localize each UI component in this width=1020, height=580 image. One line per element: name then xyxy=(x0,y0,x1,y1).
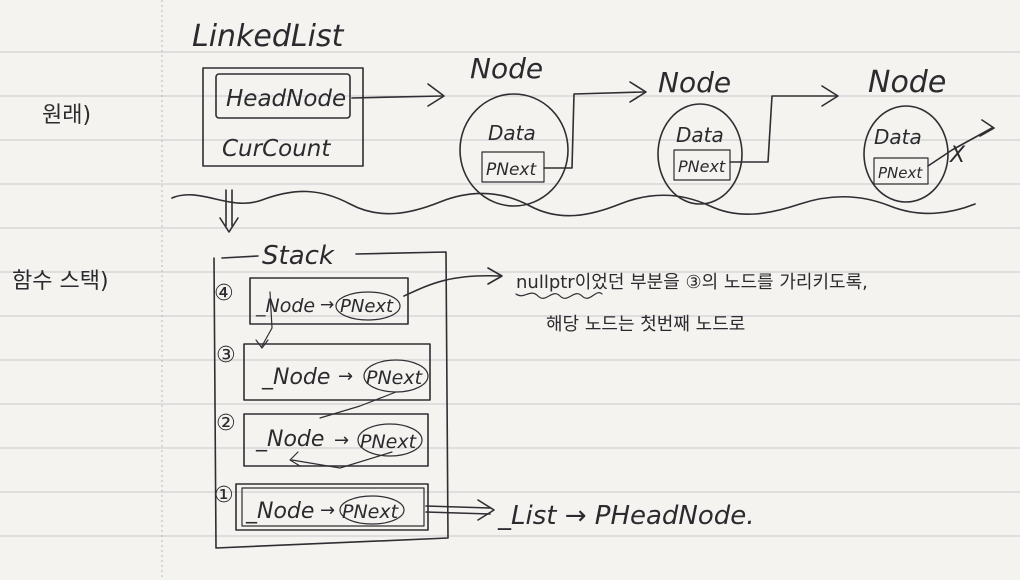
frame2-pnext-oval xyxy=(357,423,423,457)
frame3-arrow: → xyxy=(338,366,353,387)
frame4-pnext-oval xyxy=(335,291,401,321)
frame1-pnext: PNext xyxy=(342,501,400,523)
node3-pnext-box xyxy=(873,157,929,185)
double-down-arrow xyxy=(219,189,239,233)
wavy-divider xyxy=(171,190,976,217)
label-original: 원래) xyxy=(42,103,91,128)
node3-circle xyxy=(863,105,949,203)
frame2-node: _Node xyxy=(255,427,324,452)
node3-title: Node xyxy=(868,65,946,100)
frame1-pnext-oval xyxy=(339,495,405,525)
node3-null-arrow xyxy=(927,119,995,167)
frame4-node: _Node xyxy=(255,295,315,317)
headnode-field: HeadNode xyxy=(226,86,346,112)
node2-next-arrow xyxy=(729,85,839,163)
note-line1: nullptr이었던 부분을 ③의 노드를 가리키도록, xyxy=(516,272,868,293)
frame2-box xyxy=(243,413,429,467)
frame2-arrow: → xyxy=(334,430,349,451)
node1-data: Data xyxy=(488,121,536,145)
frame4-arrow: → xyxy=(320,295,334,315)
frame4-number: ④ xyxy=(214,281,234,306)
headnode-field-box xyxy=(215,73,351,119)
linkedlist-title: LinkedList xyxy=(192,19,345,54)
frame3-box xyxy=(243,343,431,401)
frame1-node: _Node xyxy=(245,499,314,524)
stack-box xyxy=(213,251,449,549)
note-line2: 해당 노드는 첫번째 노드로 xyxy=(546,314,745,335)
curcount-field: CurCount xyxy=(222,136,331,162)
frame3-pnext: PNext xyxy=(366,367,424,389)
node1-title: Node xyxy=(470,52,543,85)
frame2-number: ② xyxy=(216,411,236,436)
node1-pnext: PNext xyxy=(486,160,537,180)
frame1-box xyxy=(235,483,429,531)
frame3-number: ③ xyxy=(216,343,236,368)
null-x-mark: X xyxy=(949,143,966,168)
label-function-stack: 함수 스택) xyxy=(12,269,109,294)
head-arrow xyxy=(351,83,445,107)
frame4-box xyxy=(249,277,409,325)
linkedlist-box xyxy=(202,67,364,167)
frame1-inner-box xyxy=(241,487,425,527)
list-head-label: _List → PHeadNode. xyxy=(497,501,755,531)
node2-circle xyxy=(657,103,743,205)
frame1-number: ① xyxy=(214,483,234,508)
node1-pnext-box xyxy=(481,151,545,183)
list-head-arrow xyxy=(425,499,495,521)
node2-title: Node xyxy=(658,66,731,99)
node1-next-arrow xyxy=(543,81,647,169)
frame4-pnext: PNext xyxy=(340,296,394,317)
stack-title: Stack xyxy=(262,241,335,271)
note-underline xyxy=(515,292,603,299)
node2-pnext: PNext xyxy=(678,157,726,176)
node2-pnext-box xyxy=(673,149,731,181)
frame2-pnext: PNext xyxy=(360,431,418,453)
node3-data: Data xyxy=(874,125,922,149)
node2-data: Data xyxy=(676,123,724,147)
frame3-node: _Node xyxy=(261,365,330,390)
note-pointer-arrow xyxy=(403,267,503,297)
node3-pnext: PNext xyxy=(878,164,923,182)
frame1-arrow: → xyxy=(320,500,335,521)
frame-links xyxy=(255,291,397,469)
node1-circle xyxy=(459,93,569,207)
